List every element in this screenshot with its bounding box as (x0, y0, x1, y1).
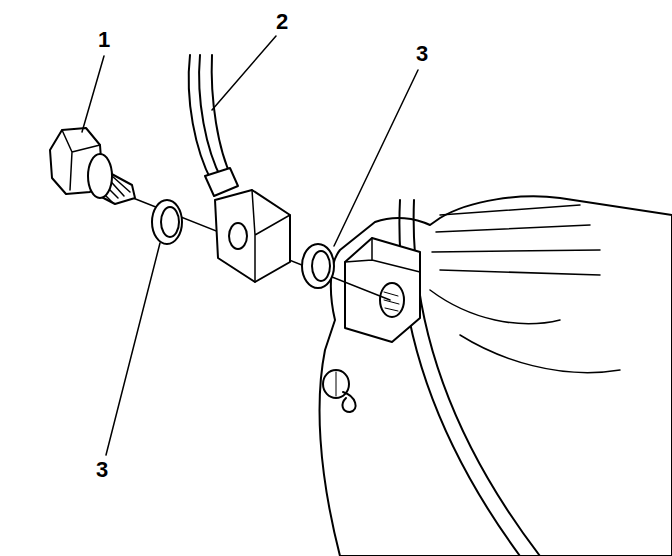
leader-line (334, 70, 418, 246)
callout-number: 1 (98, 28, 110, 52)
housing (320, 196, 672, 556)
callout-number: 3 (96, 458, 108, 482)
washer (302, 244, 334, 288)
leader-line (82, 56, 104, 132)
sensor-lead (189, 55, 238, 196)
bolt (50, 128, 135, 204)
sensor-terminal (215, 190, 290, 282)
leader-line (212, 36, 276, 110)
washer (152, 200, 182, 244)
leader-line (106, 243, 160, 455)
callout-number: 3 (416, 42, 428, 66)
callout-number: 2 (276, 10, 288, 34)
